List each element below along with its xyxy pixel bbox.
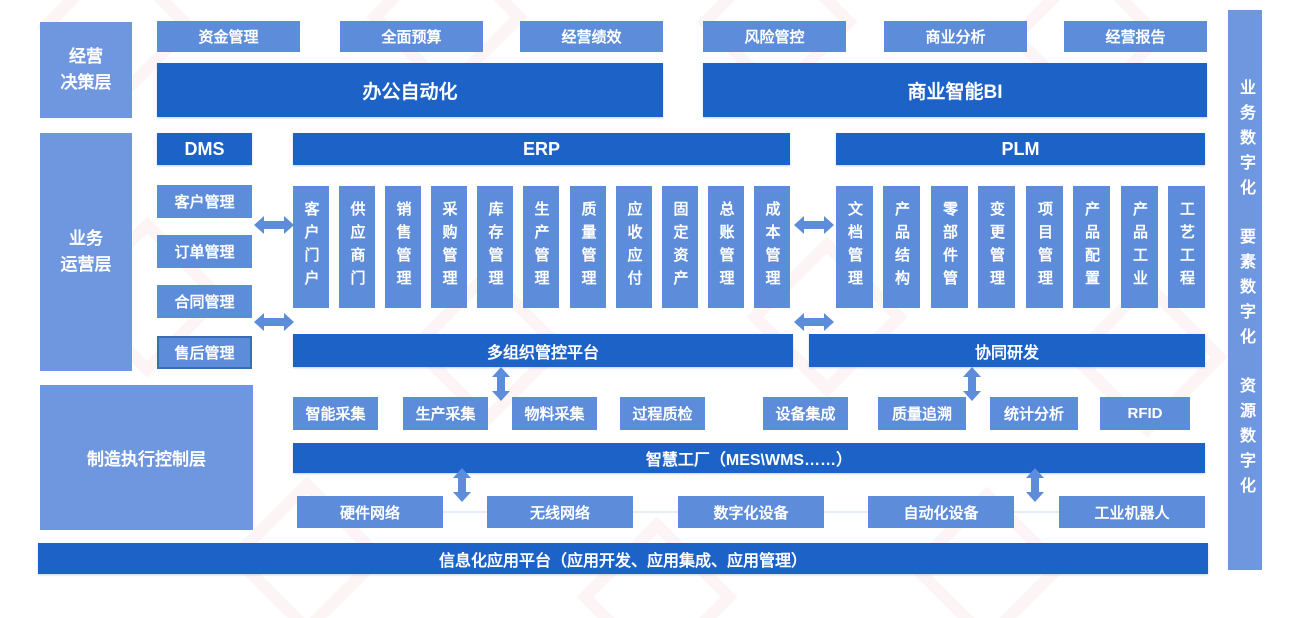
- erp-col-label: 固定资产: [671, 201, 689, 293]
- erp-col-sales-mgmt: 销售管理: [385, 186, 421, 308]
- plm-col-label: 变更管理: [988, 201, 1005, 293]
- plm-col-product-industry: 产品工业: [1121, 186, 1158, 308]
- header-erp: ERP: [293, 133, 790, 165]
- erp-col-supplier-portal: 供应商门: [339, 186, 375, 308]
- layer-label-line: 经营: [69, 46, 103, 66]
- erp-col-label: 成本管理: [763, 201, 781, 293]
- header-plm: PLM: [836, 133, 1205, 165]
- top-box-biz-report: 经营报告: [1064, 21, 1207, 52]
- plm-col-product-config: 产品配置: [1073, 186, 1110, 308]
- erp-plm-arrow-top-icon: [794, 216, 834, 234]
- device-box-hardware-network: 硬件网络: [297, 496, 443, 528]
- erp-col-general-ledger: 总账管理: [708, 186, 744, 308]
- top-box-performance: 经营绩效: [520, 21, 663, 52]
- erp-col-purchase-mgmt: 采购管理: [431, 186, 467, 308]
- plm-col-document-mgmt: 文档管理: [836, 186, 873, 308]
- layer-label-operation: 业务 运营层: [40, 133, 132, 371]
- plm-col-label: 工艺工程: [1178, 201, 1195, 293]
- erp-col-customer-portal: 客户门户: [293, 186, 329, 308]
- layer-label-line: 业务: [69, 228, 103, 248]
- erp-col-label: 质量管理: [579, 201, 597, 293]
- dms-item-aftersales: 售后管理: [157, 336, 252, 369]
- factory-device-arrow-right-icon: [1026, 468, 1044, 502]
- plm-col-label: 产品工业: [1131, 201, 1148, 293]
- device-box-digital-equipment: 数字化设备: [678, 496, 824, 528]
- collect-box-quality-trace: 质量追溯: [878, 397, 966, 430]
- erp-col-label: 销售管理: [394, 201, 412, 293]
- collect-box-equipment-integration: 设备集成: [763, 397, 848, 430]
- dms-item-customer: 客户管理: [157, 185, 252, 218]
- bar-office-automation: 办公自动化: [157, 63, 663, 117]
- top-box-fund-mgmt: 资金管理: [157, 21, 300, 52]
- erp-col-label: 生产管理: [532, 201, 550, 293]
- sidebar-label-resource-digitalization: 资源数字化: [1237, 376, 1254, 502]
- collab-collect-arrow-icon: [963, 367, 981, 401]
- erp-col-label: 客户门户: [302, 201, 320, 293]
- erp-col-inventory-mgmt: 库存管理: [477, 186, 513, 308]
- collect-box-process-inspection: 过程质检: [620, 397, 705, 430]
- dms-item-contract: 合同管理: [157, 285, 252, 318]
- erp-col-cost-mgmt: 成本管理: [754, 186, 790, 308]
- collect-box-material-collection: 物料采集: [512, 397, 597, 430]
- collect-box-smart-collection: 智能采集: [293, 397, 378, 430]
- bar-collaborative-rd: 协同研发: [809, 334, 1205, 367]
- collect-box-statistics: 统计分析: [990, 397, 1078, 430]
- header-dms: DMS: [157, 133, 252, 165]
- plm-col-project-mgmt: 项目管理: [1026, 186, 1063, 308]
- sidebar-label-business-digitalization: 业务数字化: [1237, 78, 1254, 204]
- erp-col-fixed-assets: 固定资产: [662, 186, 698, 308]
- layer-label-line: 运营层: [60, 255, 112, 274]
- plm-col-label: 文档管理: [846, 201, 863, 293]
- dms-erp-arrow-bottom-icon: [254, 313, 294, 331]
- erp-col-label: 供应商门: [348, 201, 366, 293]
- bar-info-app-platform: 信息化应用平台（应用开发、应用集成、应用管理）: [38, 543, 1208, 574]
- layer-label-manufacturing: 制造执行控制层: [40, 385, 253, 530]
- plm-col-label: 项目管理: [1036, 201, 1053, 293]
- layer-label-decision: 经营 决策层: [40, 22, 132, 118]
- plm-col-parts-mgmt: 零部件管: [931, 186, 968, 308]
- plm-col-label: 产品结构: [893, 201, 910, 293]
- sidebar-label-element-digitalization: 要素数字化: [1237, 227, 1254, 353]
- plm-col-product-structure: 产品结构: [883, 186, 920, 308]
- multiorg-collect-arrow-icon: [492, 367, 510, 401]
- plm-col-process-engineering: 工艺工程: [1168, 186, 1205, 308]
- top-box-budget: 全面预算: [340, 21, 483, 52]
- sidebar-digitalization: 业务数字化 要素数字化 资源数字化: [1228, 10, 1262, 570]
- factory-device-arrow-left-icon: [453, 468, 471, 502]
- device-box-wireless-network: 无线网络: [487, 496, 633, 528]
- erp-col-ar-ap: 应收应付: [616, 186, 652, 308]
- collect-box-rfid: RFID: [1100, 397, 1190, 430]
- plm-col-change-mgmt: 变更管理: [978, 186, 1015, 308]
- erp-col-quality-mgmt: 质量管理: [570, 186, 606, 308]
- plm-col-label: 产品配置: [1083, 201, 1100, 293]
- plm-col-label: 零部件管: [941, 201, 958, 293]
- bar-smart-factory: 智慧工厂（MES\WMS……）: [293, 443, 1205, 473]
- bar-multi-org-platform: 多组织管控平台: [293, 334, 793, 367]
- erp-col-label: 采购管理: [440, 201, 458, 293]
- dms-erp-arrow-top-icon: [254, 216, 294, 234]
- erp-col-label: 应收应付: [625, 201, 643, 293]
- dms-item-order: 订单管理: [157, 235, 252, 268]
- layer-label-line: 决策层: [60, 73, 112, 92]
- collect-box-production-collection: 生产采集: [403, 397, 488, 430]
- top-box-risk-control: 风险管控: [703, 21, 846, 52]
- top-box-biz-analysis: 商业分析: [884, 21, 1027, 52]
- erp-col-label: 库存管理: [486, 201, 504, 293]
- erp-col-label: 总账管理: [717, 201, 735, 293]
- device-box-automation-equipment: 自动化设备: [868, 496, 1014, 528]
- bar-business-intelligence: 商业智能BI: [703, 63, 1207, 117]
- erp-plm-arrow-bottom-icon: [794, 313, 834, 331]
- device-box-industrial-robot: 工业机器人: [1059, 496, 1205, 528]
- erp-col-production-mgmt: 生产管理: [523, 186, 559, 308]
